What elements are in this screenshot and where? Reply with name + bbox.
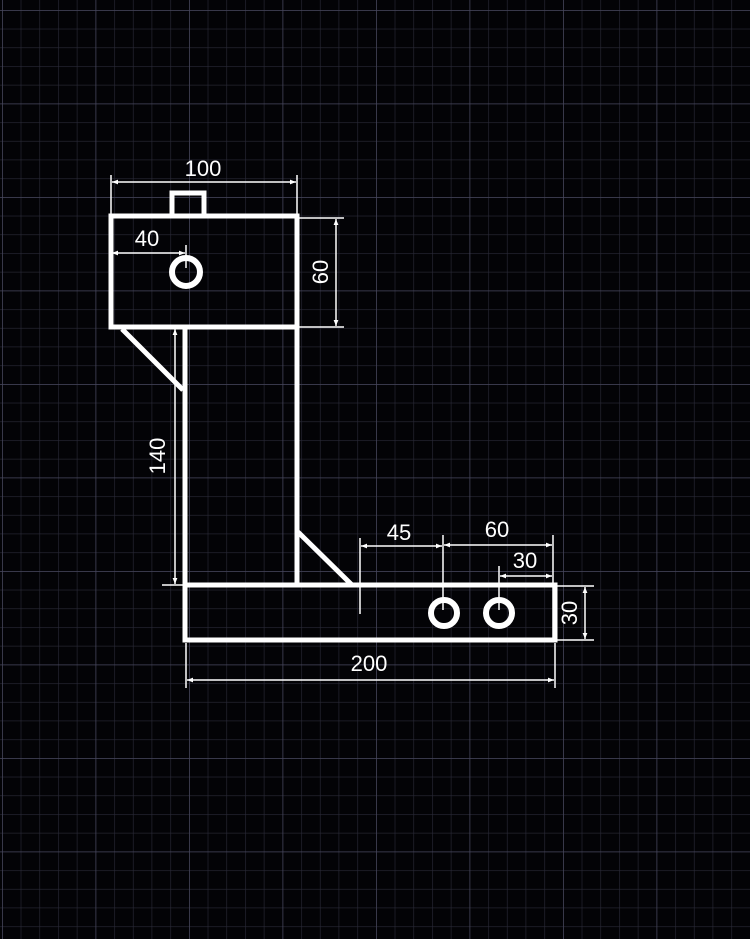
dimensions: 100 60 40 140 45 60 30 30 200: [110, 156, 594, 688]
top-tab: [169, 190, 207, 219]
dim-top-height: 60: [308, 260, 333, 284]
dim-hole1-offset: 45: [387, 520, 411, 545]
right-brace: [296, 530, 354, 587]
dim-hole-offset: 40: [135, 226, 159, 251]
dim-base-height: 30: [557, 601, 582, 625]
dim-column-height: 140: [145, 438, 170, 475]
dim-base-width: 200: [351, 651, 388, 676]
dim-hole-span: 60: [485, 517, 509, 542]
hole-base-1: [428, 597, 460, 629]
dim-top-width: 100: [185, 156, 222, 181]
base-plate: [182, 582, 558, 643]
column: [182, 327, 300, 585]
dim-hole2-offset: 30: [513, 548, 537, 573]
